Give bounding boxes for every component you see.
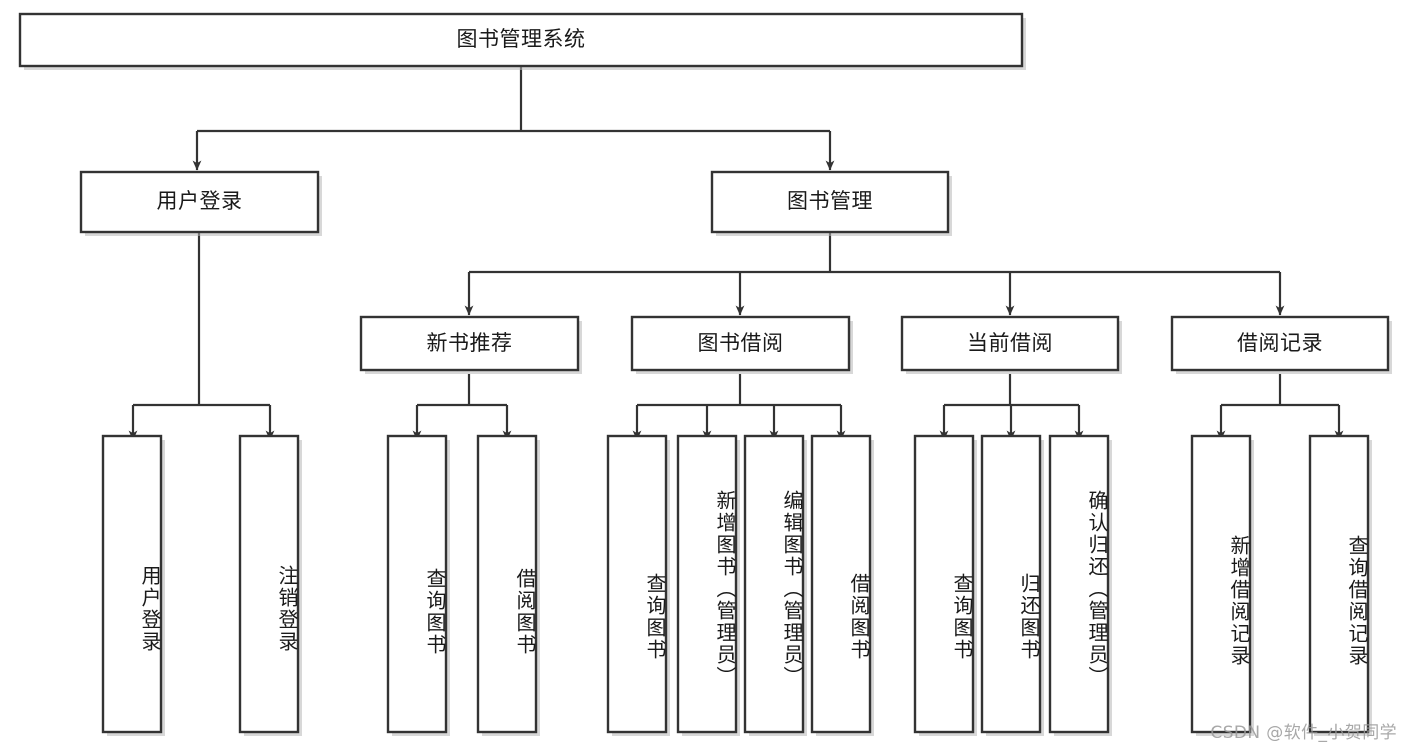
edge-group-user-login	[128, 232, 275, 441]
node-boxes	[18, 12, 1392, 736]
edge-group-current-borrow	[939, 374, 1084, 441]
edge-group-book-borrow	[632, 374, 846, 441]
edge-group-root	[192, 66, 835, 171]
edge-group-book-management	[464, 232, 1285, 316]
edge-group-new-book-recommend	[412, 374, 512, 441]
watermark: CSDN @软件_小贺同学	[1210, 723, 1397, 743]
edge-group-borrow-record	[1216, 374, 1344, 441]
